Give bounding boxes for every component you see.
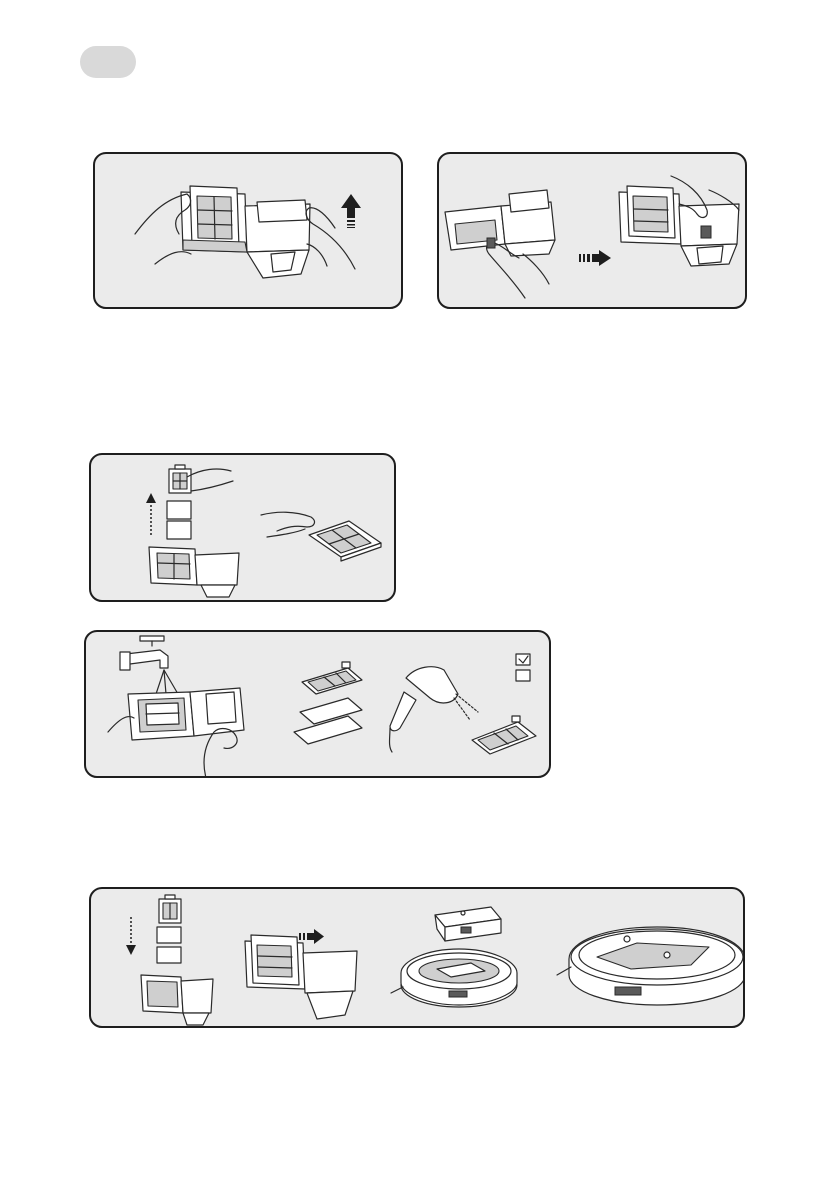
wash-and-dry-step-panel: [84, 630, 551, 778]
dustbin-icon: [435, 907, 501, 941]
page-number-badge: [80, 46, 136, 78]
down-dotted-arrow-icon: [126, 917, 136, 955]
robot-vacuum-icon: [391, 949, 517, 1007]
dustbin-icon: [619, 186, 739, 266]
reinstall-step-panel: [89, 887, 745, 1028]
dustbin-icon: [128, 688, 244, 740]
sponge-icon: [294, 698, 362, 744]
dustbin-icon: [149, 547, 239, 597]
filter-icon: [472, 716, 536, 754]
dustbin-icon: [181, 186, 310, 278]
dustbin-icon: [245, 935, 357, 1019]
dustbin-icon: [141, 975, 213, 1025]
open-lid-step-panel: [437, 152, 747, 309]
hair-dryer-icon: [390, 667, 479, 752]
right-arrow-icon: [579, 250, 611, 266]
up-arrow-icon: [341, 194, 361, 228]
empty-checkbox-icon: [516, 670, 530, 681]
sponge-icon: [167, 501, 191, 539]
remove-filter-step-panel: [89, 453, 396, 602]
right-arrow-icon: [299, 929, 324, 944]
hand-icon: [187, 469, 233, 491]
sponge-icon: [157, 927, 181, 963]
filter-icon: [169, 465, 191, 493]
filter-icon: [302, 662, 362, 694]
remove-dustbin-step-panel: [93, 152, 403, 309]
up-dotted-arrow-icon: [146, 493, 156, 535]
filter-icon: [309, 521, 381, 561]
filter-icon: [159, 895, 181, 923]
hand-icon: [261, 512, 314, 537]
checked-checkbox-icon: [516, 654, 530, 665]
robot-vacuum-icon: [557, 927, 745, 1005]
faucet-icon: [120, 636, 178, 694]
